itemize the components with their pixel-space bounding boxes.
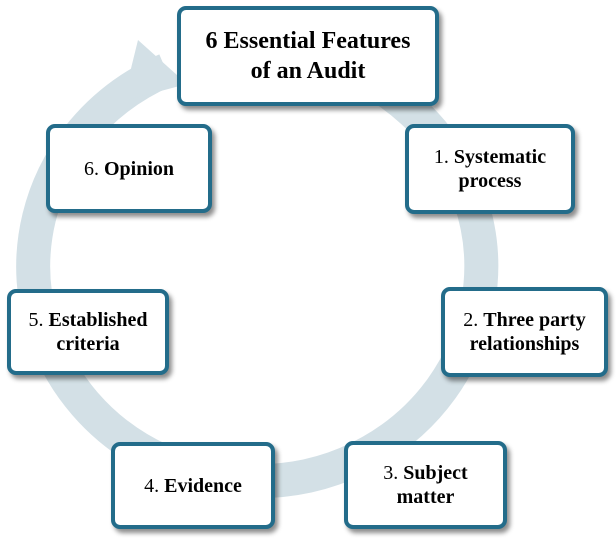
- step-1-label-line-1: Systematic: [453, 146, 547, 168]
- step-3-label-line-1: Subject: [403, 462, 468, 484]
- cycle-arrow-head: [123, 40, 187, 101]
- step-5-label-line-2: criteria: [56, 333, 120, 355]
- step-1-number: 1.: [433, 146, 449, 168]
- step-4-box: 4. Evidence: [111, 442, 275, 529]
- step-5-box: 5. Established criteria: [7, 289, 169, 375]
- step-1-label-line-2: process: [458, 170, 522, 192]
- step-4-number: 4.: [144, 474, 160, 497]
- step-4-label-line-1: Evidence: [164, 474, 242, 497]
- step-6-box: 6. Opinion: [46, 124, 212, 213]
- step-6-label-line-1: Opinion: [103, 157, 175, 180]
- step-1-box: 1. Systematic process: [405, 124, 575, 214]
- step-6-number: 6.: [83, 157, 99, 180]
- step-2-number: 2.: [463, 309, 479, 331]
- step-2-box: 2. Three party relationships: [441, 287, 608, 377]
- step-5-label-line-1: Established: [48, 309, 148, 331]
- step-2-label-line-1: Three party: [483, 309, 586, 331]
- title-line-2: of an Audit: [250, 58, 366, 84]
- title-line-1: 6 Essential Features: [205, 28, 411, 54]
- title-box: 6 Essential Features of an Audit: [177, 6, 439, 106]
- step-3-box: 3. Subject matter: [344, 441, 507, 529]
- step-3-label-line-2: matter: [396, 486, 455, 508]
- step-3-number: 3.: [383, 462, 399, 484]
- step-2-label-line-2: relationships: [469, 333, 580, 355]
- step-5-number: 5.: [28, 309, 44, 331]
